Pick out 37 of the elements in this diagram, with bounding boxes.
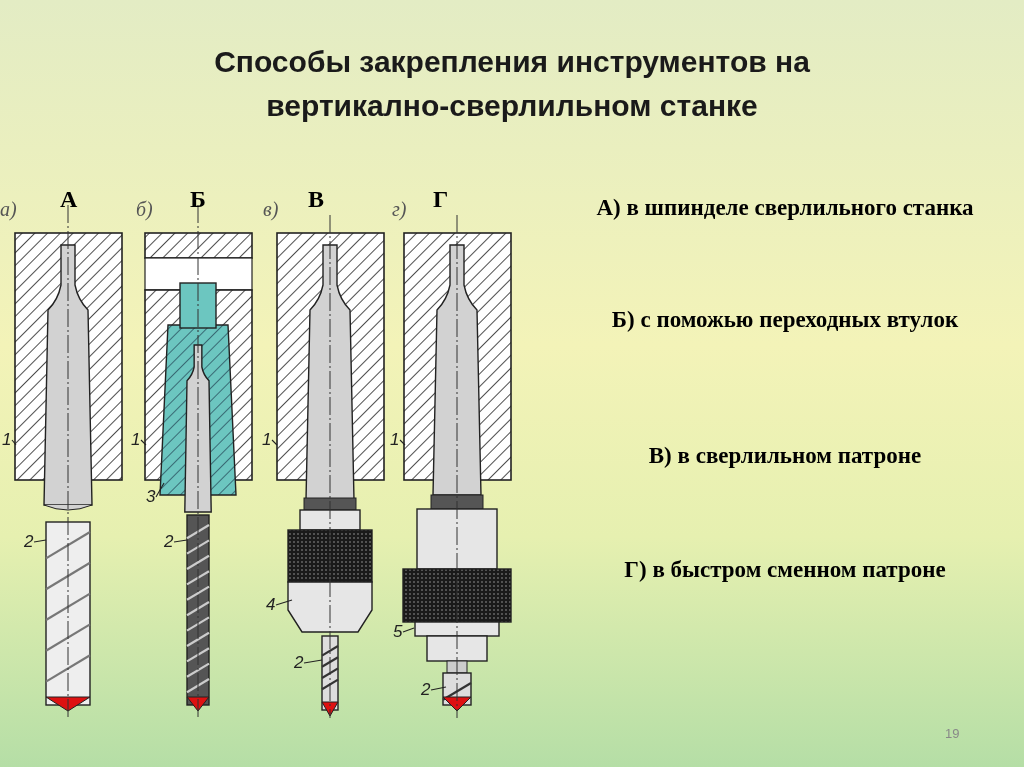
callout-number: 2 bbox=[294, 653, 304, 673]
method-description: Б) с поможью переходных втулок bbox=[610, 306, 960, 334]
callout-number: 1 bbox=[390, 430, 400, 450]
callout-number: 2 bbox=[24, 532, 34, 552]
view-letter: Г bbox=[433, 186, 450, 213]
callout-number: 1 bbox=[2, 430, 12, 450]
leader-line bbox=[271, 439, 278, 446]
callout-number: 3 bbox=[146, 487, 156, 507]
callout-number: 2 bbox=[164, 532, 174, 552]
leader-line bbox=[155, 482, 165, 498]
callout-number: 5 bbox=[393, 622, 403, 642]
view-letter: Б bbox=[190, 186, 207, 213]
callout-number: 2 bbox=[421, 680, 431, 700]
view-letter: А bbox=[60, 186, 79, 213]
view-letter: в) bbox=[263, 198, 280, 221]
leader-line bbox=[430, 686, 447, 691]
drill-chuck-drawing bbox=[276, 214, 385, 719]
callout-number: 4 bbox=[266, 595, 276, 615]
view-letter: г) bbox=[392, 198, 408, 221]
view-letter: б) bbox=[136, 198, 154, 221]
leader-line bbox=[140, 439, 147, 446]
view-letter: а) bbox=[0, 198, 18, 221]
method-description: А) в шпинделе сверлильного станка bbox=[595, 194, 975, 222]
leader-line bbox=[402, 627, 415, 633]
view-letter: В bbox=[308, 186, 325, 213]
callout-number: 1 bbox=[131, 430, 141, 450]
leader-line bbox=[399, 439, 406, 446]
leader-line bbox=[173, 539, 188, 543]
leader-line bbox=[33, 539, 47, 543]
leader-line bbox=[11, 439, 17, 446]
leader-line bbox=[303, 659, 323, 664]
leader-line bbox=[275, 599, 293, 606]
method-description: В) в сверлильном патроне bbox=[647, 442, 923, 470]
slide-title: Способы закрепления инструментов на вертикално-сверлильном станке bbox=[213, 44, 811, 124]
method-description: Г) в быстром сменном патроне bbox=[623, 556, 947, 584]
page-number: 19 bbox=[945, 726, 961, 741]
callout-number: 1 bbox=[262, 430, 272, 450]
